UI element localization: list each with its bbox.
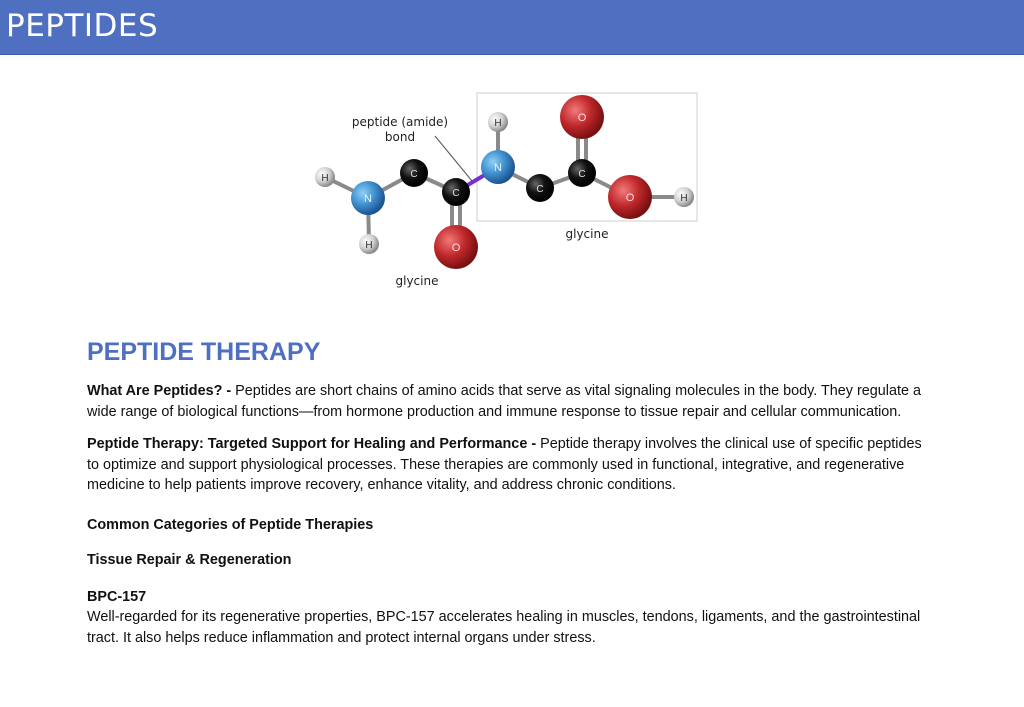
item-title-bpc157: BPC-157 (87, 588, 147, 605)
svg-text:O: O (626, 192, 635, 204)
glycine-label-left: glycine (396, 274, 439, 288)
svg-text:O: O (578, 112, 587, 124)
paragraph-body: Peptides are short chains of amino acids… (87, 383, 921, 420)
nitrogen-atom-2: N (481, 150, 515, 184)
svg-text:C: C (452, 188, 459, 199)
hydrogen-atom-4: H (674, 187, 694, 207)
oxygen-atom-3: O (608, 175, 652, 219)
carbon-atom-2: C (442, 178, 470, 206)
svg-text:C: C (410, 169, 417, 180)
item-body-bpc157: Well-regarded for its regenerative prope… (87, 609, 921, 646)
peptide-therapy-section: PEPTIDE THERAPY What Are Peptides? - Pep… (87, 336, 937, 648)
svg-text:N: N (364, 193, 372, 205)
svg-text:H: H (321, 173, 328, 184)
svg-text:H: H (680, 193, 687, 204)
header-banner: PEPTIDES (0, 0, 1024, 55)
hydrogen-atom-2: H (359, 234, 379, 254)
categories-heading: Common Categories of Peptide Therapies (87, 516, 374, 533)
nitrogen-atom-1: N (351, 181, 385, 215)
hydrogen-atom-1: H (315, 167, 335, 187)
oxygen-atom-1: O (434, 225, 478, 269)
paragraph-body: Peptide therapy involves the clinical us… (87, 436, 922, 493)
svg-text:O: O (452, 242, 461, 254)
hydrogen-atom-3: H (488, 112, 508, 132)
paragraph-peptide-therapy: Peptide Therapy: Targeted Support for He… (87, 434, 937, 496)
section-title: PEPTIDE THERAPY (87, 338, 321, 366)
svg-text:H: H (494, 118, 501, 129)
subheading-tissue-repair: Tissue Repair & Regeneration (87, 552, 292, 568)
dipeptide-diagram: H N H C C O H N (315, 92, 698, 288)
glycine-box (476, 92, 698, 222)
carbon-atom-4: C (568, 159, 596, 187)
bond-label-line1: peptide (amide) (352, 115, 448, 129)
bond-label-pointer (434, 135, 473, 182)
paragraph-lead: What Are Peptides? - (87, 383, 232, 399)
page-title: PEPTIDES (6, 8, 159, 44)
oxygen-atom-2: O (560, 95, 604, 139)
dipeptide-figure: H N H C C O H N (300, 80, 720, 300)
paragraph-lead: Peptide Therapy: Targeted Support for He… (87, 436, 537, 452)
svg-text:C: C (578, 169, 585, 180)
svg-text:H: H (365, 240, 372, 251)
svg-text:C: C (536, 184, 543, 195)
carbon-atom-1: C (400, 159, 428, 187)
carbon-atom-3: C (526, 174, 554, 202)
glycine-label-right: glycine (566, 227, 609, 241)
svg-text:N: N (494, 162, 502, 174)
paragraph-what-are-peptides: What Are Peptides? - Peptides are short … (87, 381, 937, 422)
bond-label-line2: bond (385, 130, 415, 144)
